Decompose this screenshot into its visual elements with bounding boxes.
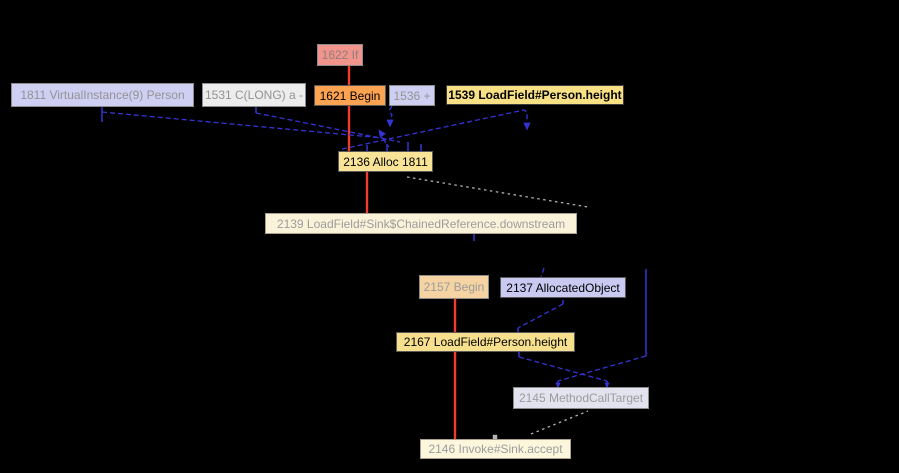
graph-node-1539[interactable]: 1539 LoadField#Person.height <box>446 85 624 105</box>
data-edge <box>517 303 564 329</box>
edge-endpoint-dot <box>492 434 498 440</box>
data-edge <box>518 356 608 382</box>
graph-node-2139[interactable]: 2139 LoadField#Sink$ChainedReference.dow… <box>265 213 577 234</box>
data-edge <box>382 138 390 148</box>
data-edge <box>540 267 545 278</box>
graph-node-2167[interactable]: 2167 LoadField#Person.height <box>396 332 575 352</box>
edge-arrowhead-icon <box>523 122 531 131</box>
data-edge <box>388 105 393 121</box>
graph-node-2145[interactable]: 2145 MethodCallTarget <box>513 387 649 409</box>
data-edge <box>341 109 528 150</box>
graph-node-1621[interactable]: 1621 Begin <box>314 85 386 106</box>
data-edge <box>101 111 384 139</box>
edge-arrowhead-icon <box>386 119 394 128</box>
graph-node-2137[interactable]: 2137 AllocatedObject <box>500 277 626 298</box>
graph-node-2136[interactable]: 2136 Alloc 1811 <box>338 151 433 172</box>
data-edge <box>255 112 401 143</box>
graph-node-2146[interactable]: 2146 Invoke#Sink.accept <box>420 439 571 459</box>
graph-node-1531[interactable]: 1531 C(LONG) a - <box>202 83 306 107</box>
data-edge <box>557 355 647 382</box>
edge-arrowhead-icon <box>555 382 561 389</box>
graph-node-1811[interactable]: 1811 VirtualInstance(9) Person <box>11 83 194 107</box>
graph-node-1622[interactable]: 1622 If <box>317 44 363 66</box>
memory-edge <box>530 410 589 435</box>
edge-arrowhead-icon <box>604 382 610 389</box>
memory-edge <box>406 176 589 208</box>
graph-node-2157[interactable]: 2157 Begin <box>419 275 489 299</box>
edge-arrowhead-icon <box>378 129 386 138</box>
graph-node-1536[interactable]: 1536 + <box>389 85 435 106</box>
